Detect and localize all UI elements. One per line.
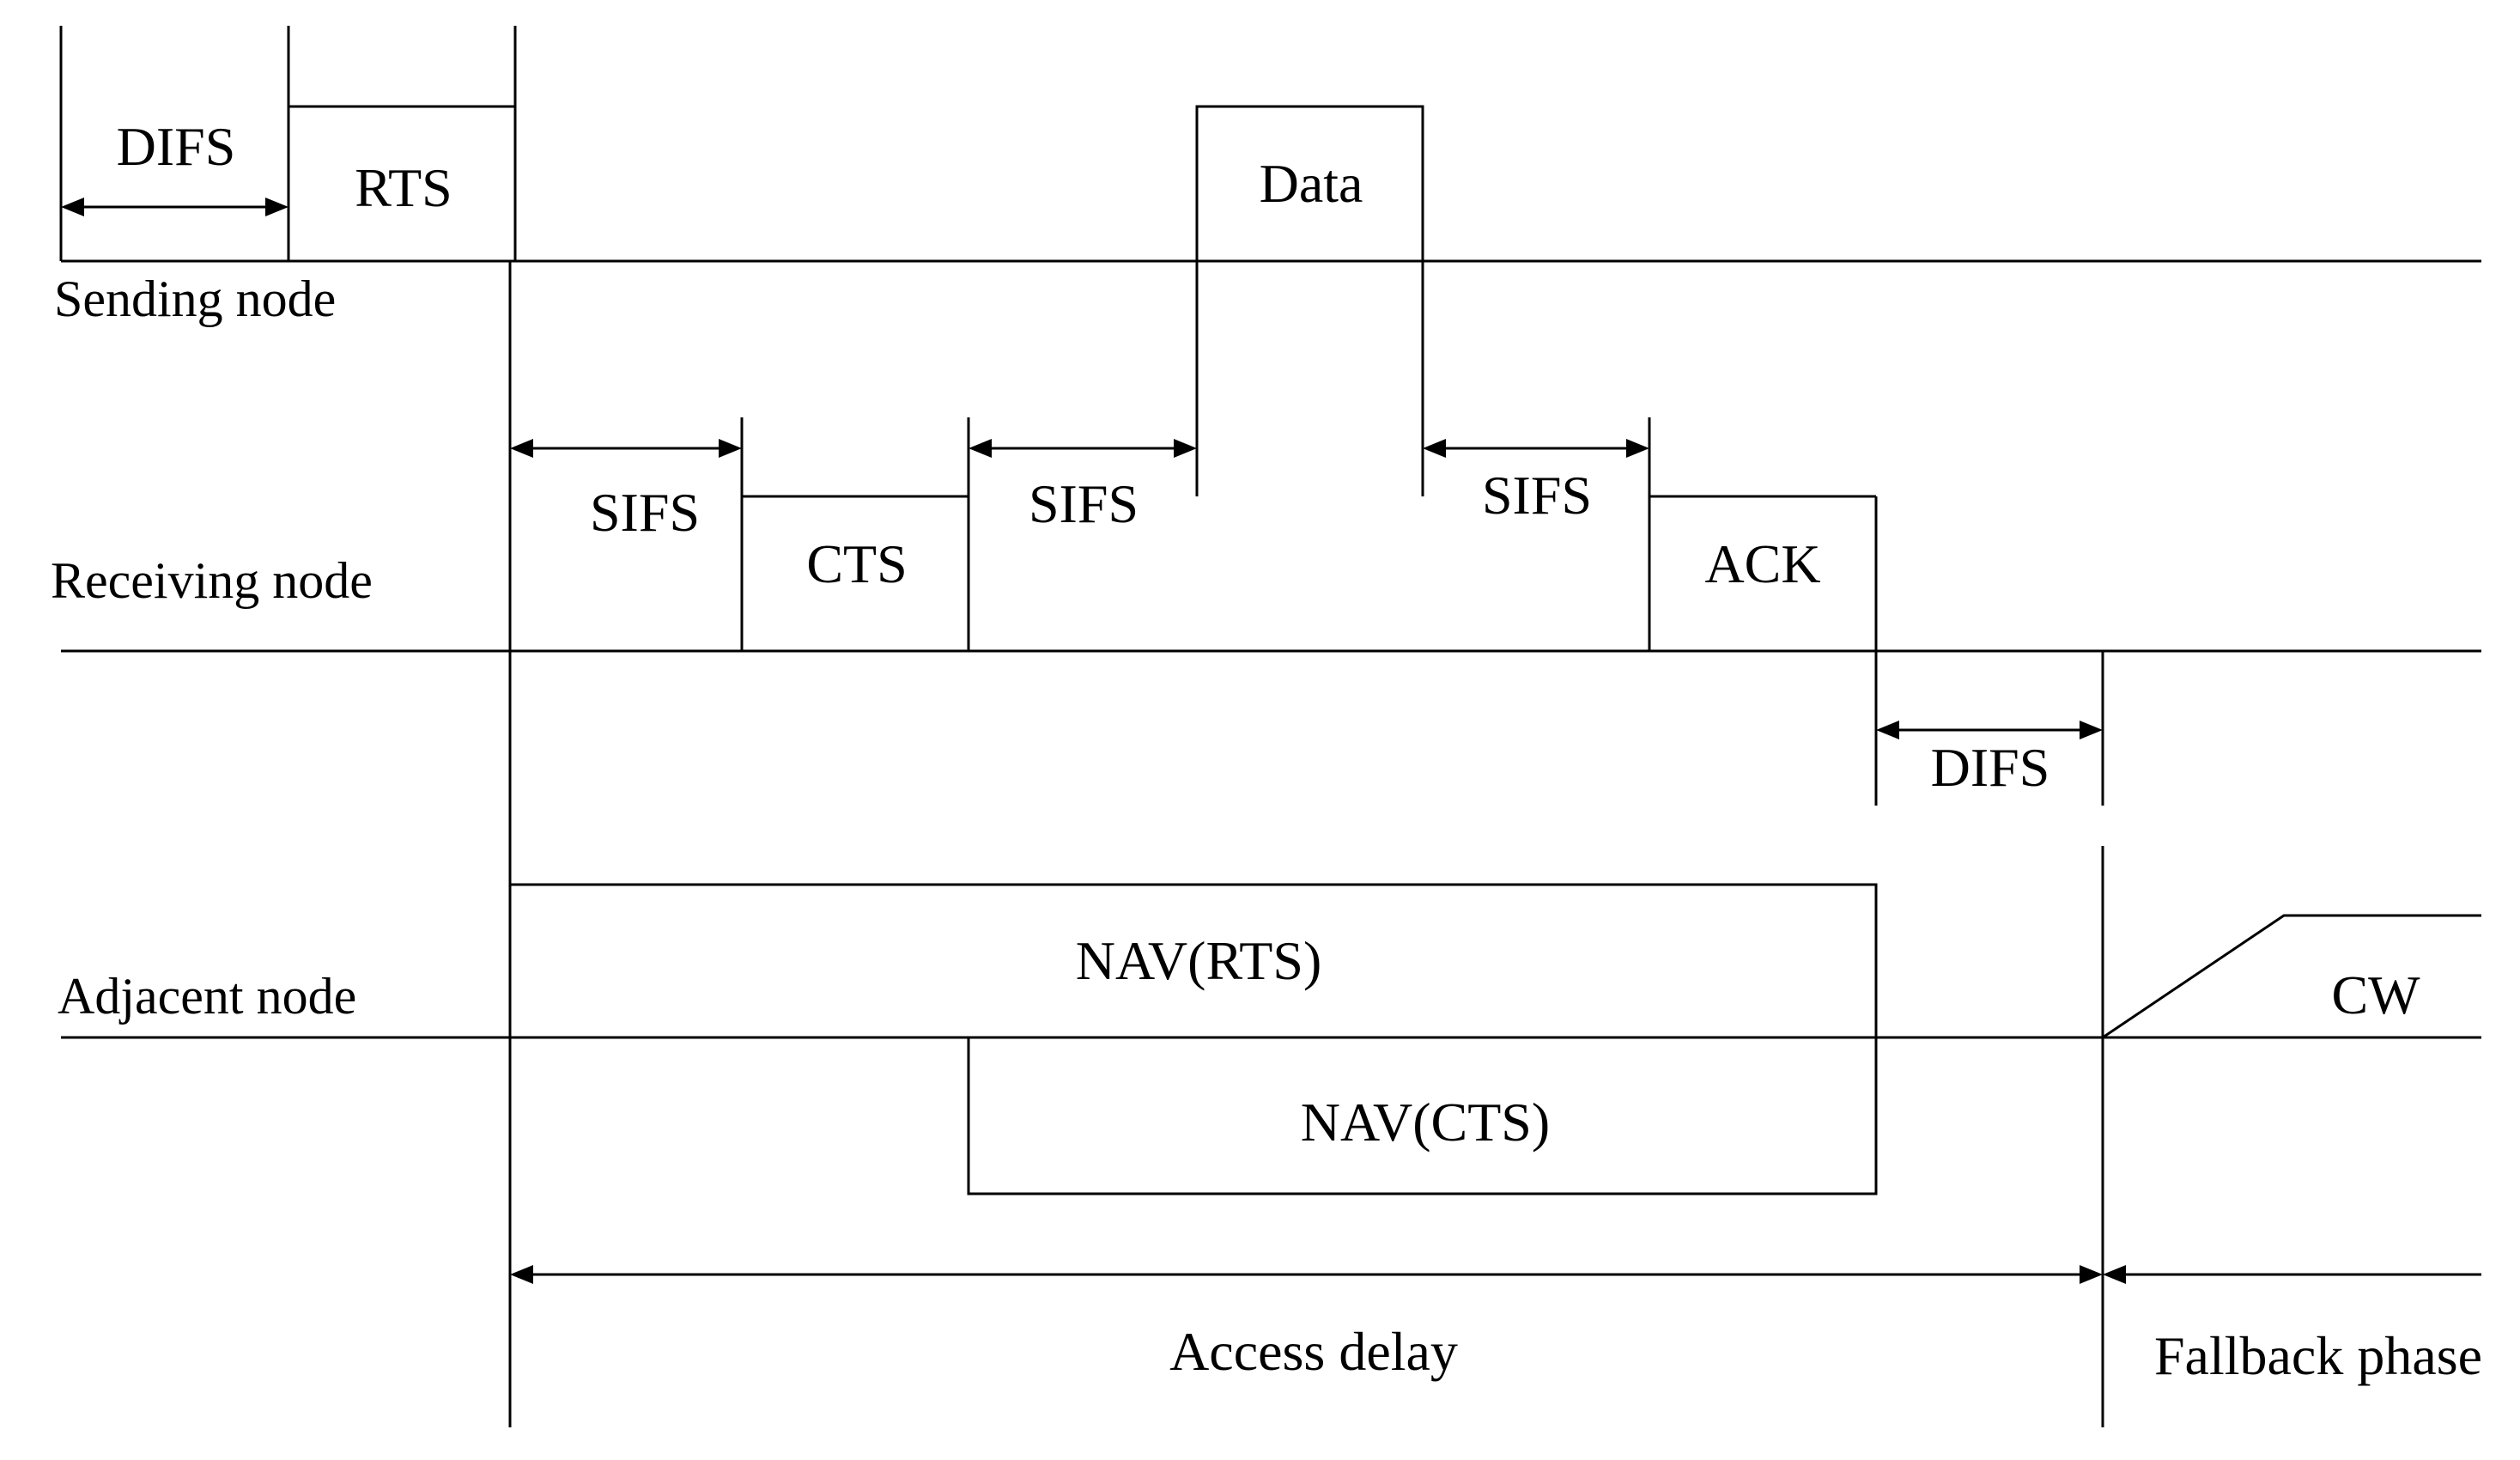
difs-send-arrow [61, 198, 288, 216]
ack-frame-label: ACK [1704, 533, 1820, 594]
fallback-arrow [2103, 1265, 2481, 1284]
sending-node-label: Sending node [54, 271, 336, 327]
fallback-phase-label: Fallback phase [2154, 1325, 2482, 1386]
difs-send-label: DIFS [117, 116, 236, 177]
access-delay-label: Access delay [1169, 1321, 1458, 1382]
difs-ack-label: DIFS [1931, 737, 2050, 798]
data-frame-label: Data [1260, 153, 1363, 214]
difs-ack-arrow [1876, 721, 2103, 739]
access-delay-arrow [510, 1265, 2103, 1284]
nav-cts-label: NAV(CTS) [1301, 1092, 1550, 1153]
sifs2-label: SIFS [1029, 473, 1139, 534]
sifs1-label: SIFS [590, 482, 700, 543]
sifs1-arrow [510, 439, 742, 458]
nav-cts-frame [967, 1036, 1878, 1195]
nav-rts-frame [510, 883, 1878, 1037]
cw-label: CW [2331, 964, 2420, 1025]
cts-frame-label: CTS [806, 533, 907, 594]
rts-frame-label: RTS [355, 157, 452, 218]
cw-ramp [2102, 914, 2481, 1039]
receiving-node-label: Receiving node [51, 552, 373, 609]
sifs3-arrow [1423, 439, 1649, 458]
adjacent-node-label: Adjacent node [58, 968, 356, 1025]
sifs2-arrow [969, 439, 1197, 458]
nav-rts-label: NAV(RTS) [1076, 930, 1322, 991]
data-frame [1195, 105, 1424, 496]
sifs3-label: SIFS [1482, 465, 1592, 526]
